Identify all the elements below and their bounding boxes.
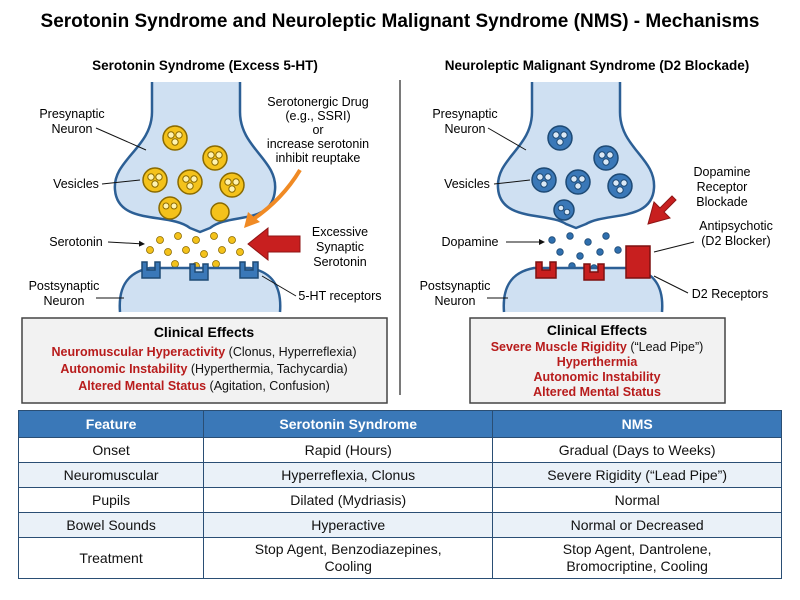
right-effects-line-2: Hyperthermia [557, 355, 639, 369]
excessive-label-2: Synaptic [316, 240, 364, 254]
left-clinical-effects-box [21, 317, 388, 404]
blockade-label-3: Blockade [696, 195, 747, 209]
table-cell-nms: Normal [492, 487, 782, 513]
table-cell-line: Stop Agent, Benzodiazepines, [254, 541, 442, 557]
table-cell-line: Bromocriptine, Cooling [566, 558, 708, 574]
table-cell-nms: Severe Rigidity (“Lead Pipe”) [492, 462, 782, 488]
d2-receptors-pointer [653, 275, 689, 294]
table-header-serotonin: Serotonin Syndrome [203, 410, 494, 438]
table-row: Bowel Sounds Hyperactive Normal or Decre… [17, 512, 782, 538]
right-d2-receptors [535, 245, 651, 281]
table-header-row: Feature Serotonin Syndrome NMS [17, 410, 782, 438]
table-cell-serotonin: Stop Agent, Benzodiazepines,Cooling [203, 537, 494, 579]
left-serotonin-pointer [107, 240, 145, 247]
table-cell-line: Cooling [324, 558, 372, 574]
table-row: Neuromuscular Hyperreflexia, Clonus Seve… [17, 462, 782, 488]
right-vesicles [531, 125, 633, 221]
table-cell-feature: Treatment [17, 537, 205, 579]
serotonergic-drug-label-5: inhibit reuptake [276, 151, 361, 165]
right-presynaptic-neuron [496, 82, 656, 230]
right-postsynaptic-neuron [502, 266, 664, 313]
page-title: Serotonin Syndrome and Neuroleptic Malig… [41, 11, 760, 32]
left-effects-title: Clinical Effects [154, 324, 255, 340]
right-presynaptic-label-1: Presynaptic [432, 107, 497, 121]
left-serotonin-molecules [146, 232, 244, 270]
mechanism-diagram: Serotonin Syndrome and Neuroleptic Malig… [21, 11, 773, 404]
table-row: Pupils Dilated (Mydriasis) Normal [17, 487, 782, 513]
serotonergic-drug-arrow [250, 168, 302, 222]
left-vesicles-label: Vesicles [53, 177, 99, 191]
left-effects-line-2: Autonomic Instability (Hyperthermia, Tac… [60, 362, 347, 376]
table-cell-serotonin: Hyperactive [203, 512, 494, 538]
table-row: Treatment Stop Agent, Benzodiazepines,Co… [17, 537, 782, 579]
serotonergic-drug-label-4: increase serotonin [267, 137, 369, 151]
table-cell-nms: Stop Agent, Dantrolene,Bromocriptine, Co… [492, 537, 782, 579]
right-postsynaptic-label-2: Neuron [435, 294, 476, 308]
left-presynaptic-label-2: Neuron [52, 122, 93, 136]
table-cell-feature: Neuromuscular [17, 462, 205, 488]
table-cell-serotonin: Hyperreflexia, Clonus [203, 462, 494, 488]
antipsychotic-label-2: (D2 Blocker) [701, 234, 770, 248]
serotonergic-drug-label-3: or [312, 123, 323, 137]
right-vesicles-pointer [493, 179, 531, 185]
left-postsynaptic-neuron [118, 266, 282, 313]
left-postsynaptic-label-2: Neuron [44, 294, 85, 308]
d2-receptors-label: D2 Receptors [692, 287, 768, 301]
table-cell-feature: Bowel Sounds [17, 512, 205, 538]
left-presynaptic-neuron [113, 82, 277, 234]
left-presynaptic-label-1: Presynaptic [39, 107, 104, 121]
right-vesicles-label: Vesicles [444, 177, 490, 191]
excessive-label-1: Excessive [312, 225, 368, 239]
left-subtitle: Serotonin Syndrome (Excess 5-HT) [92, 58, 318, 73]
comparison-table: Feature Serotonin Syndrome NMS Onset Rap… [17, 410, 782, 579]
left-vesicles-pointer [101, 179, 141, 185]
right-effects-line-1: Severe Muscle Rigidity (“Lead Pipe”) [491, 340, 704, 354]
left-5ht-receptors [141, 261, 259, 281]
table-header-nms: NMS [492, 410, 782, 438]
left-presynaptic-pointer [95, 127, 147, 151]
excessive-label-3: Serotonin [313, 255, 367, 269]
left-vesicles [142, 125, 245, 222]
excess-serotonin-arrow [247, 226, 301, 262]
table-cell-feature: Pupils [17, 487, 205, 513]
blockade-label-2: Receptor [697, 180, 748, 194]
table-row: Onset Rapid (Hours) Gradual (Days to Wee… [17, 437, 782, 463]
left-postsynaptic-label-1: Postsynaptic [29, 279, 100, 293]
5ht-receptors-label: 5-HT receptors [298, 289, 381, 303]
right-effects-title: Clinical Effects [547, 322, 648, 338]
antipsychotic-label-1: Antipsychotic [699, 219, 773, 233]
blockade-label-1: Dopamine [694, 165, 751, 179]
5ht-receptors-pointer [261, 275, 297, 297]
right-presynaptic-pointer [487, 127, 527, 151]
table-header-feature: Feature [17, 410, 205, 438]
table-cell-serotonin: Dilated (Mydriasis) [203, 487, 494, 513]
serotonergic-drug-label-1: Serotonergic Drug [267, 95, 368, 109]
left-effects-line-1: Neuromuscular Hyperactivity (Clonus, Hyp… [52, 345, 357, 359]
blockade-arrow [647, 195, 677, 225]
right-effects-line-3: Autonomic Instability [533, 370, 660, 384]
antipsychotic-pointer [653, 241, 695, 253]
table-cell-nms: Normal or Decreased [492, 512, 782, 538]
right-dopamine-label: Dopamine [442, 235, 499, 249]
right-presynaptic-label-2: Neuron [445, 122, 486, 136]
table-cell-feature: Onset [17, 437, 205, 463]
serotonergic-drug-label-2: (e.g., SSRI) [285, 109, 350, 123]
table-cell-serotonin: Rapid (Hours) [203, 437, 494, 463]
left-serotonin-label: Serotonin [49, 235, 103, 249]
left-effects-line-3: Altered Mental Status (Agitation, Confus… [78, 379, 330, 393]
table-cell-nms: Gradual (Days to Weeks) [492, 437, 782, 463]
serotonergic-drug-arrow-head [244, 212, 260, 228]
table-cell-line: Stop Agent, Dantrolene, [562, 541, 712, 557]
right-postsynaptic-label-1: Postsynaptic [420, 279, 491, 293]
right-subtitle: Neuroleptic Malignant Syndrome (D2 Block… [445, 58, 750, 73]
right-clinical-effects-box [469, 317, 726, 404]
right-effects-line-4: Altered Mental Status [533, 385, 661, 399]
